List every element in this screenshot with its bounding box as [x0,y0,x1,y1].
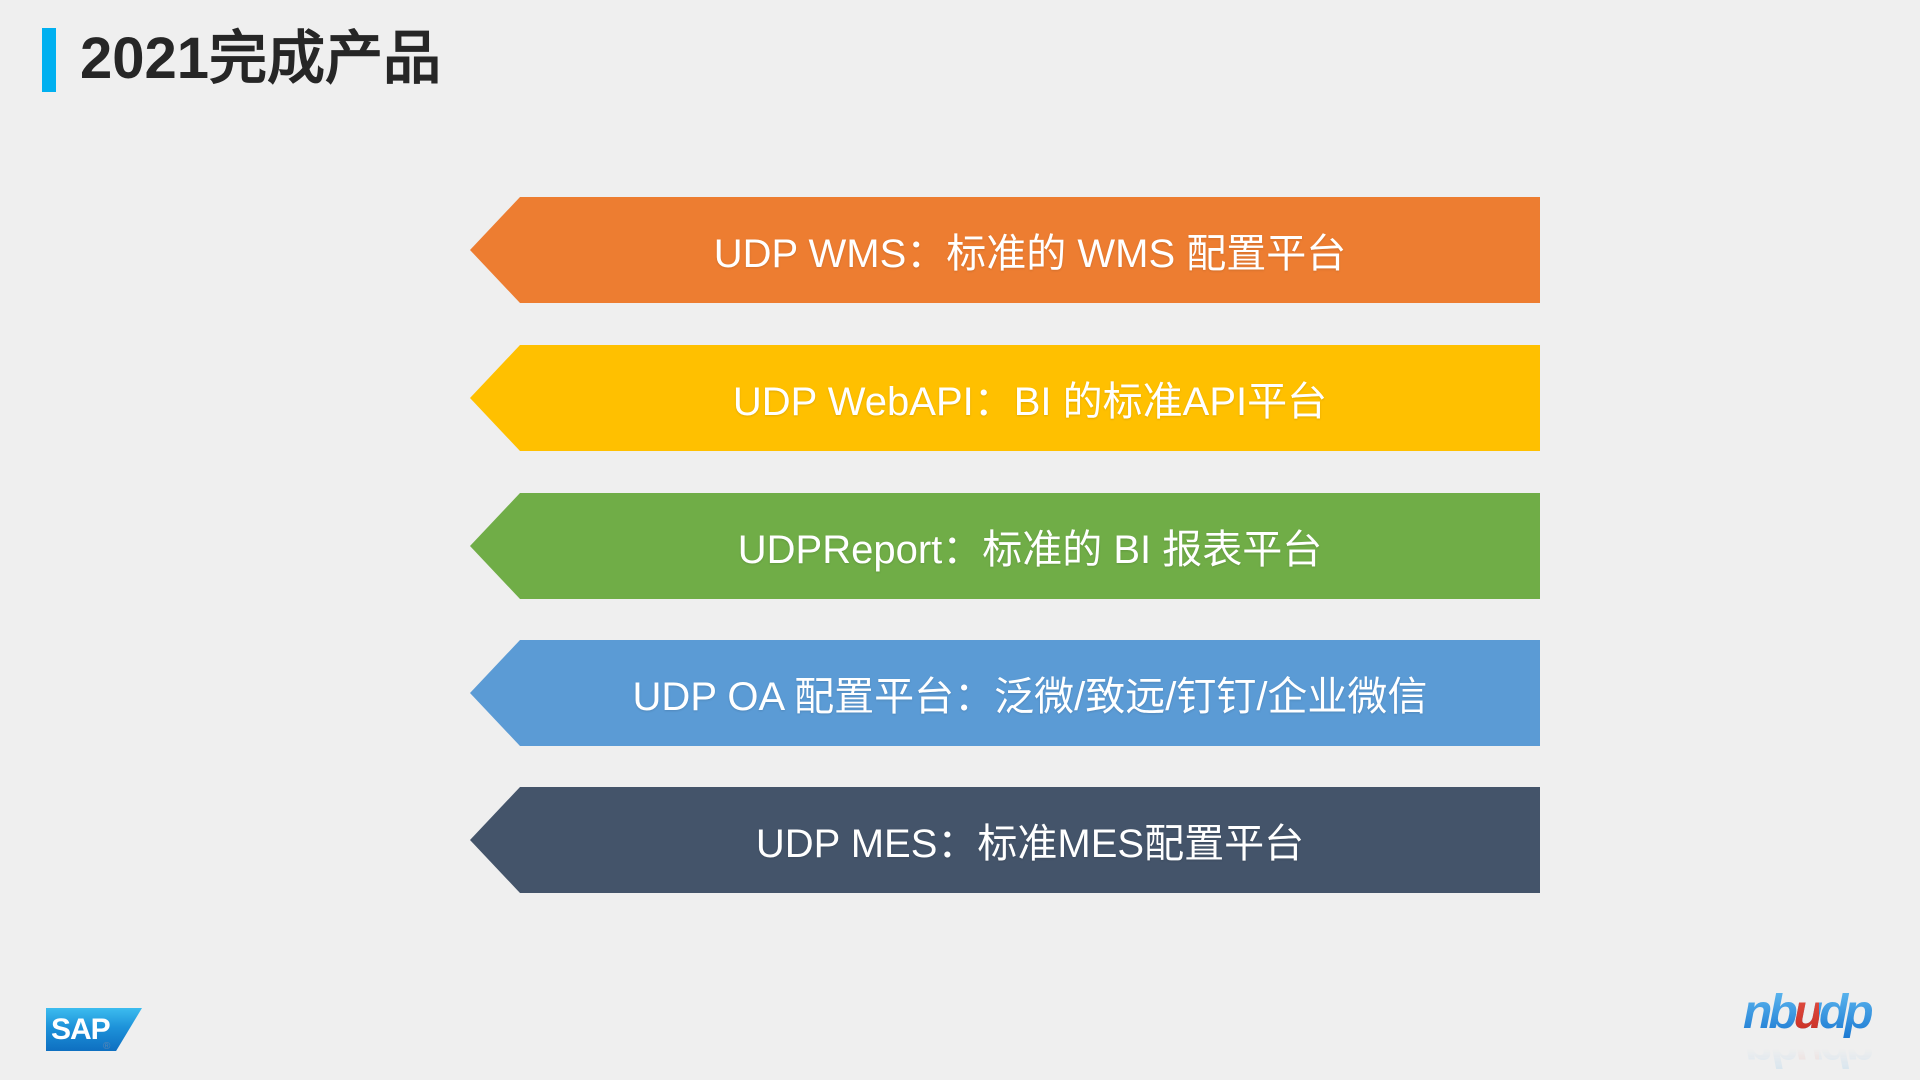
product-banner-udp-wms: UDP WMS：标准的 WMS 配置平台 [470,197,1540,303]
nbudp-reflection-part: u [1793,1023,1819,1076]
product-banner-udpreport: UDPReport：标准的 BI 报表平台 [470,493,1540,599]
product-banner-label: UDP OA 配置平台：泛微/致远/钉钉/企业微信 [632,675,1428,719]
sap-logo-text: SAP [51,1013,111,1046]
nbudp-logo-part-red: u [1793,986,1823,1039]
product-banner-label: UDP WMS：标准的 WMS 配置平台 [713,232,1347,276]
title-accent-bar [42,28,56,92]
product-banner-udp-mes: UDP MES：标准MES配置平台 [470,787,1540,893]
sap-registered-mark-icon: ® [103,1041,111,1052]
nbudp-logo-reflection: nbudp [1743,1023,1873,1076]
product-banner-label: UDPReport：标准的 BI 报表平台 [737,528,1323,572]
product-banner-label: UDP MES：标准MES配置平台 [755,822,1305,866]
page-title: 2021完成产品 [80,26,442,91]
product-banner-udp-oa: UDP OA 配置平台：泛微/致远/钉钉/企业微信 [470,640,1540,746]
nbudp-logo: nbudp nbudp [1743,988,1873,1077]
nbudp-reflection-part: dp [1818,1023,1870,1076]
product-banner-udp-webapi: UDP WebAPI：BI 的标准API平台 [470,345,1540,451]
nbudp-logo-text: nbudp [1743,988,1873,1038]
nbudp-reflection-part: nb [1743,1023,1794,1076]
sap-logo-shape: SAP [46,1008,142,1051]
sap-logo: SAP ® [46,1008,142,1052]
product-banner-label: UDP WebAPI：BI 的标准API平台 [732,380,1328,424]
